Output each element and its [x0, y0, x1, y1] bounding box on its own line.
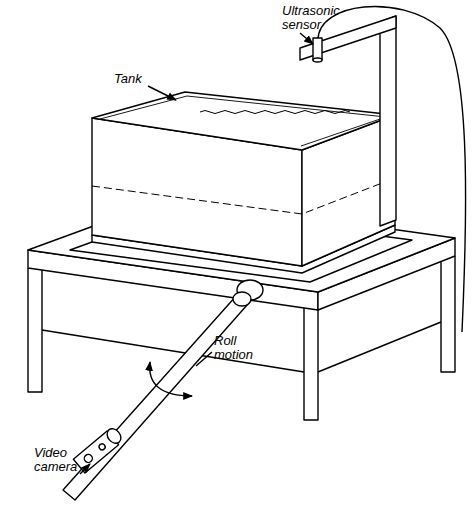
leader-line [300, 33, 313, 44]
part-label: Ultrasonic sensor [282, 4, 354, 32]
part-label: Video camera [34, 446, 94, 474]
leader-line [148, 86, 176, 100]
shaft-collar [233, 292, 251, 306]
tank-wall-inner [100, 96, 386, 146]
water-surface [200, 111, 350, 114]
ultrasonic-sensor [313, 38, 322, 60]
frame-post [380, 16, 396, 226]
part-label: Roll motion [214, 334, 264, 362]
camera-lens [83, 453, 94, 464]
roll-motion-arrow [150, 362, 192, 396]
leader-line [196, 352, 212, 366]
tank-top-rim [92, 92, 395, 150]
part-label: Tank [114, 72, 154, 86]
camera-knob [104, 426, 123, 446]
leader-line [80, 464, 90, 474]
camera-detail [98, 443, 106, 451]
stand-brace [42, 322, 441, 372]
sensor-face [313, 58, 322, 62]
stand-leg [304, 308, 318, 420]
water-level-line [92, 178, 395, 214]
roll-shaft [63, 286, 255, 500]
stand-leg [441, 256, 455, 372]
stand-leg [28, 268, 42, 392]
